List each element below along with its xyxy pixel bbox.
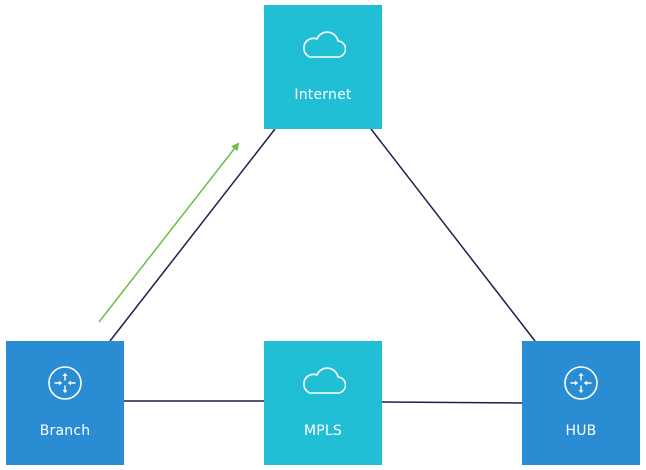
mpls-node[interactable]: MPLS: [264, 341, 382, 465]
router-icon: [48, 366, 82, 400]
router-icon: [564, 366, 598, 400]
link-mpls-hub: [381, 401, 523, 404]
mpls-label: MPLS: [303, 423, 342, 439]
hub-node[interactable]: HUB: [522, 341, 640, 465]
cloud-icon: [303, 367, 346, 394]
link-internet-hub: [370, 128, 536, 342]
link-branch-internet: [109, 128, 276, 342]
branch-node[interactable]: Branch: [6, 341, 124, 465]
internet-node[interactable]: Internet: [264, 5, 382, 129]
internet-label: Internet: [294, 87, 352, 103]
hub-label: HUB: [565, 423, 597, 439]
cloud-icon: [303, 31, 346, 58]
flow-arrow: [98, 142, 240, 323]
branch-label: Branch: [39, 423, 91, 439]
